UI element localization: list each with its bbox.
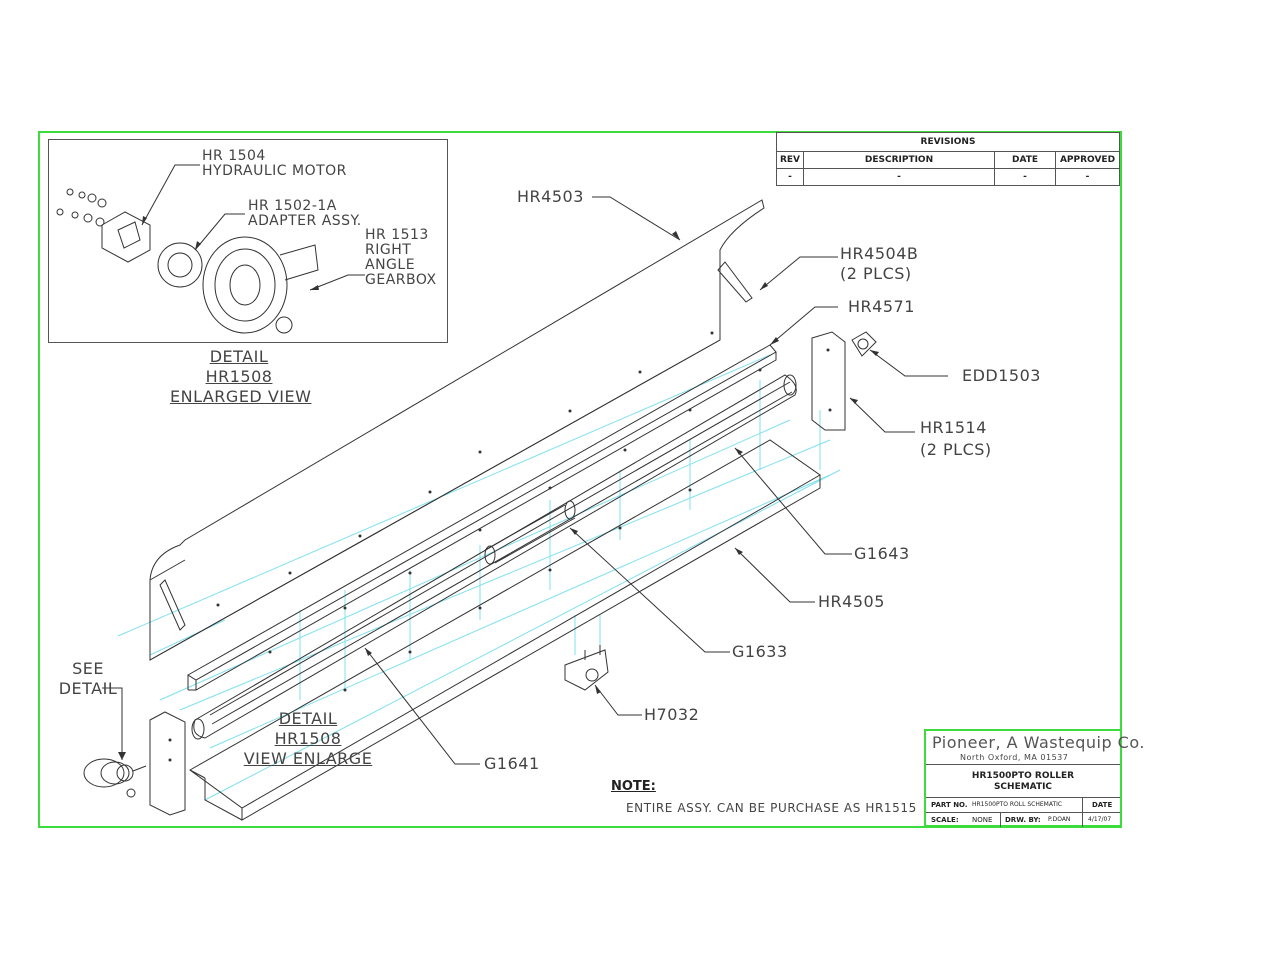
title-block: Pioneer, A Wastequip Co. North Oxford, M… bbox=[924, 729, 1144, 827]
label-hr1502: HR 1502-1A ADAPTER ASSY. bbox=[248, 198, 362, 229]
construction-lines bbox=[117, 354, 841, 801]
detail-caption-2: DETAIL HR1508 VIEW ENLARGE bbox=[243, 709, 373, 768]
date-header: DATE bbox=[994, 151, 1056, 169]
main-assembly-lines bbox=[83, 199, 877, 821]
inset-leaders bbox=[141, 164, 365, 291]
date-label: DATE bbox=[1092, 801, 1113, 809]
table-cell: - bbox=[1055, 168, 1120, 186]
part-row: PART NO. HR1500PTO ROLL SCHEMATIC DATE bbox=[926, 798, 1120, 813]
date-value: 4/17/07 bbox=[1088, 816, 1112, 823]
label-hr4505: HR4505 bbox=[818, 592, 885, 611]
scale-row: SCALE: NONE DRW. BY: P.DOAN 4/17/07 bbox=[926, 813, 1120, 827]
leader-arrows bbox=[118, 231, 879, 760]
label-g1641: G1641 bbox=[484, 754, 540, 773]
revisions-title: REVISIONS bbox=[776, 132, 1120, 152]
scale-value: NONE bbox=[972, 816, 993, 824]
table-cell: - bbox=[994, 168, 1056, 186]
part-no-label: PART NO. bbox=[931, 801, 968, 809]
rev-header: REV bbox=[776, 151, 804, 169]
label-g1643: G1643 bbox=[854, 544, 910, 563]
company-location: North Oxford, MA 01537 bbox=[960, 753, 1069, 762]
label-h7032: H7032 bbox=[644, 705, 700, 724]
label-hr4504b: HR4504B (2 PLCS) bbox=[840, 244, 919, 283]
label-see-detail: SEE DETAIL bbox=[58, 659, 118, 698]
revisions-table: REVISIONS REV DESCRIPTION DATE APPROVED … bbox=[776, 132, 1120, 186]
label-hr4503: HR4503 bbox=[517, 187, 584, 206]
company-name: Pioneer, A Wastequip Co. bbox=[932, 733, 1145, 752]
leader-lines bbox=[102, 196, 948, 765]
title-row: HR1500PTO ROLLER SCHEMATIC bbox=[926, 765, 1120, 798]
label-hr1504: HR 1504 HYDRAULIC MOTOR bbox=[202, 148, 347, 179]
approved-header: APPROVED bbox=[1055, 151, 1120, 169]
description-header: DESCRIPTION bbox=[803, 151, 995, 169]
label-edd1503: EDD1503 bbox=[962, 366, 1041, 385]
holes bbox=[168, 331, 832, 762]
label-g1633: G1633 bbox=[732, 642, 788, 661]
label-hr4571: HR4571 bbox=[848, 297, 915, 316]
company-row: Pioneer, A Wastequip Co. North Oxford, M… bbox=[926, 731, 1144, 765]
drawn-by-label: DRW. BY: bbox=[1005, 816, 1041, 824]
drawn-by-value: P.DOAN bbox=[1048, 816, 1071, 823]
drawing-title: HR1500PTO ROLLER SCHEMATIC bbox=[971, 771, 1075, 792]
scale-label: SCALE: bbox=[931, 816, 959, 824]
inset-drawing bbox=[56, 188, 319, 334]
detail-inset-box bbox=[48, 139, 448, 343]
note-heading: NOTE: bbox=[611, 779, 656, 794]
detail-caption: DETAIL HR1508 ENLARGED VIEW bbox=[170, 347, 312, 406]
label-hr1514: HR1514 (2 PLCS) bbox=[920, 418, 992, 459]
part-no-value: HR1500PTO ROLL SCHEMATIC bbox=[972, 801, 1063, 808]
note-text: ENTIRE ASSY. CAN BE PURCHASE AS HR1515 bbox=[626, 801, 917, 815]
table-cell: - bbox=[776, 168, 804, 186]
drawing-frame bbox=[38, 131, 1122, 828]
label-hr1513: HR 1513 RIGHT ANGLE GEARBOX bbox=[365, 227, 437, 288]
table-cell: - bbox=[803, 168, 995, 186]
